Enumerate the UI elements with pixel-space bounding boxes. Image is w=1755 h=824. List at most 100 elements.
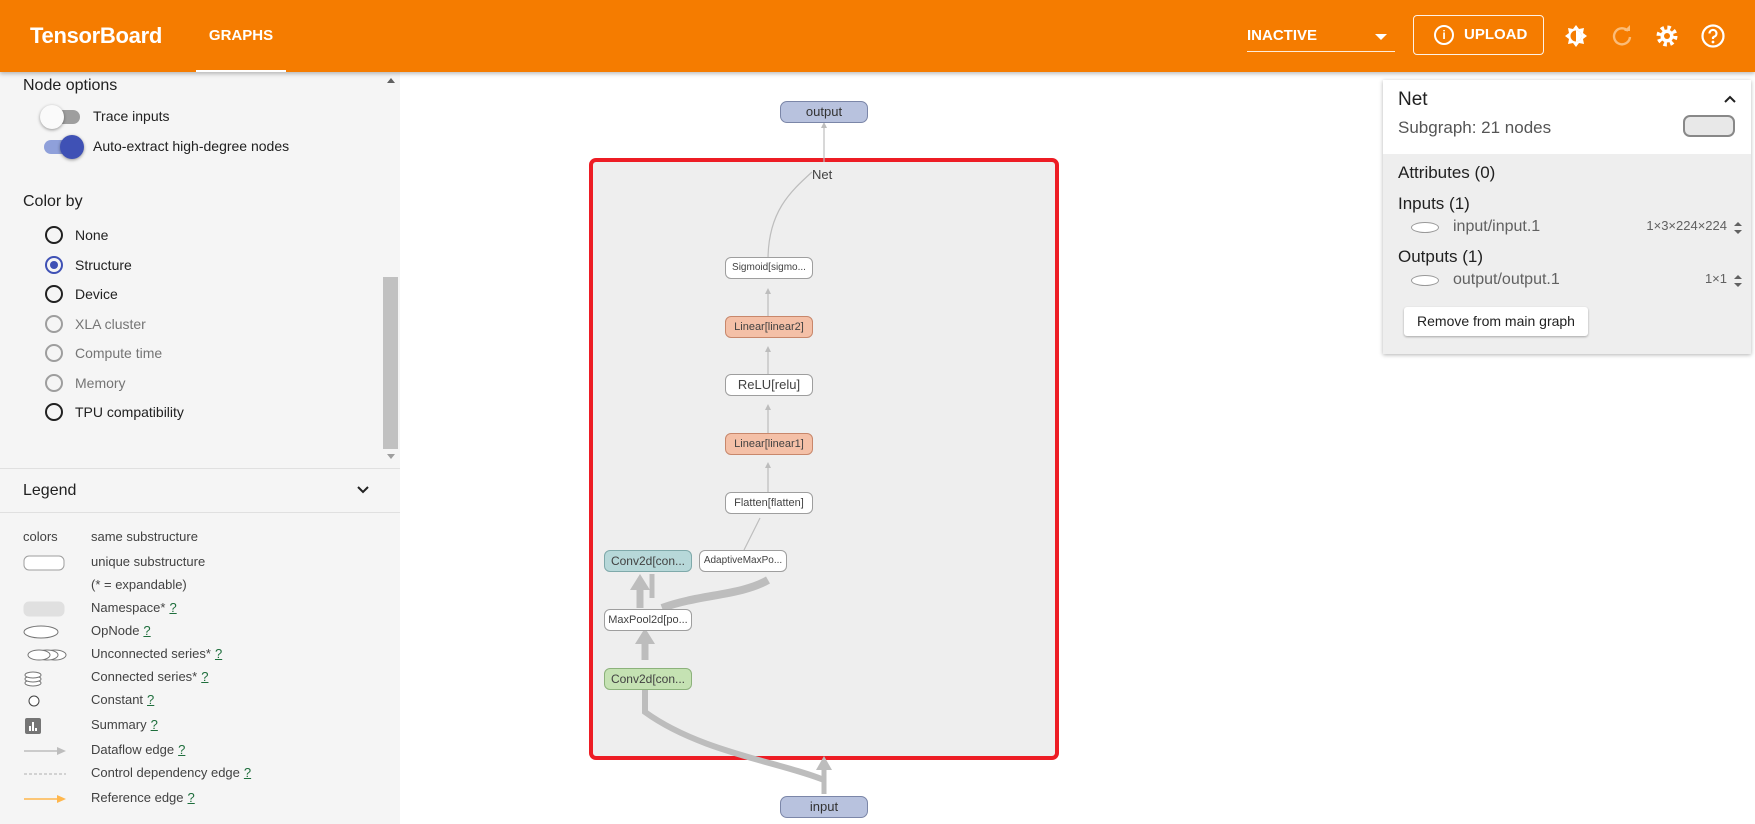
sigmoid-node[interactable]: Sigmoid[sigmo... bbox=[725, 257, 813, 279]
run-select[interactable]: INACTIVE bbox=[1247, 22, 1395, 52]
legend-item: Dataflow edge? bbox=[0, 740, 400, 760]
scroll-down-arrow-icon[interactable] bbox=[387, 454, 395, 459]
adaptive-maxpool-node[interactable]: AdaptiveMaxPo... bbox=[699, 550, 787, 572]
unconnected-series-icon bbox=[27, 649, 67, 661]
gear-icon[interactable] bbox=[1654, 23, 1680, 49]
legend-item: OpNode? bbox=[0, 621, 400, 641]
help-link[interactable]: ? bbox=[147, 692, 155, 707]
input-shape: 1×3×224×224 bbox=[1646, 218, 1727, 233]
dataflow-edge-label: Dataflow edge bbox=[91, 742, 175, 757]
linear1-node[interactable]: Linear[linear1] bbox=[725, 433, 813, 455]
toggle-knob bbox=[40, 105, 64, 129]
spinner-icon[interactable] bbox=[1733, 273, 1743, 289]
color-by-device-radio[interactable] bbox=[45, 285, 63, 303]
legend-item-text: Reference edge? bbox=[91, 790, 195, 805]
control-edge-icon bbox=[24, 773, 66, 775]
legend-item-text: (* = expandable) bbox=[91, 577, 187, 592]
linear2-node[interactable]: Linear[linear2] bbox=[725, 316, 813, 338]
conv2d-node-2[interactable]: Conv2d[con... bbox=[604, 550, 692, 572]
constant-label: Constant bbox=[91, 692, 144, 707]
color-by-compute-time-radio[interactable] bbox=[45, 344, 63, 362]
node-shape-preview bbox=[1683, 115, 1735, 137]
output-name[interactable]: output/output.1 bbox=[1453, 271, 1560, 288]
color-by-none-radio[interactable] bbox=[45, 226, 63, 244]
help-link[interactable]: ? bbox=[187, 790, 195, 805]
help-link[interactable]: ? bbox=[201, 669, 209, 684]
colors-symbol: colors bbox=[23, 529, 58, 544]
app-brand[interactable]: TensorBoard bbox=[30, 23, 162, 48]
help-link[interactable]: ? bbox=[150, 717, 158, 732]
color-by-structure-radio[interactable] bbox=[45, 256, 63, 274]
brightness-icon[interactable] bbox=[1563, 23, 1589, 49]
help-link[interactable]: ? bbox=[178, 742, 186, 757]
run-select-value: INACTIVE bbox=[1247, 27, 1318, 44]
namespace-icon bbox=[23, 601, 65, 617]
legend-item: Connected series*? bbox=[0, 667, 400, 687]
outputs-title: Outputs (1) bbox=[1398, 247, 1484, 266]
color-by-none-label[interactable]: None bbox=[75, 227, 109, 243]
help-icon[interactable] bbox=[1700, 23, 1726, 49]
chevron-up-icon[interactable] bbox=[1723, 92, 1737, 106]
chevron-down-icon bbox=[357, 486, 369, 494]
color-by-xla-radio[interactable] bbox=[45, 315, 63, 333]
color-by-structure-label[interactable]: Structure bbox=[75, 257, 132, 273]
relu-node[interactable]: ReLU[relu] bbox=[725, 374, 813, 396]
node-options-title: Node options bbox=[23, 77, 118, 94]
info-icon: i bbox=[1434, 25, 1454, 45]
legend-item-text: Summary? bbox=[91, 717, 158, 732]
control-edge-label: Control dependency edge bbox=[91, 765, 240, 780]
legend-item: Unconnected series*? bbox=[0, 644, 400, 664]
graph-options-panel: Node options Trace inputs Auto-extract h… bbox=[0, 72, 400, 467]
legend-item: (* = expandable) bbox=[0, 575, 400, 595]
scroll-up-arrow-icon[interactable] bbox=[387, 78, 395, 83]
color-by-device-label[interactable]: Device bbox=[75, 286, 118, 302]
legend-title: Legend bbox=[23, 482, 77, 499]
refresh-icon[interactable] bbox=[1609, 23, 1635, 49]
color-by-memory-label[interactable]: Memory bbox=[75, 375, 126, 391]
legend-item-text: Control dependency edge? bbox=[91, 765, 251, 780]
flatten-node[interactable]: Flatten[flatten] bbox=[725, 492, 813, 514]
constant-icon bbox=[28, 695, 40, 707]
summary-label: Summary bbox=[91, 717, 147, 732]
namespace-label: Namespace* bbox=[91, 600, 166, 615]
color-by-tpu-label[interactable]: TPU compatibility bbox=[75, 404, 184, 420]
options-scrollbar[interactable] bbox=[383, 72, 400, 467]
help-link[interactable]: ? bbox=[214, 646, 223, 661]
toggle-knob bbox=[60, 135, 84, 159]
legend-item-text: OpNode? bbox=[91, 623, 151, 638]
legend-item: Control dependency edge? bbox=[0, 763, 400, 783]
dataflow-edge-icon bbox=[24, 747, 66, 755]
spinner-icon[interactable] bbox=[1733, 220, 1743, 236]
legend-item: Summary? bbox=[0, 715, 400, 735]
conv2d-node-1[interactable]: Conv2d[con... bbox=[604, 668, 692, 690]
trace-inputs-toggle[interactable] bbox=[40, 104, 84, 129]
color-by-tpu-radio[interactable] bbox=[45, 403, 63, 421]
info-subgraph-count: Subgraph: 21 nodes bbox=[1398, 118, 1552, 137]
legend-header[interactable]: Legend bbox=[0, 468, 400, 513]
scrollbar-thumb[interactable] bbox=[383, 277, 398, 449]
help-link[interactable]: ? bbox=[169, 600, 177, 615]
help-link[interactable]: ? bbox=[143, 623, 151, 638]
output-shape: 1×1 bbox=[1704, 271, 1727, 286]
auto-extract-toggle[interactable] bbox=[40, 134, 84, 159]
node-info-panel: Net Subgraph: 21 nodes Attributes (0) In… bbox=[1383, 80, 1751, 354]
dropdown-caret-icon bbox=[1375, 34, 1387, 40]
maxpool2d-node[interactable]: MaxPool2d[po... bbox=[604, 609, 692, 631]
color-by-xla-label[interactable]: XLA cluster bbox=[75, 316, 146, 332]
tab-graphs[interactable]: GRAPHS bbox=[196, 0, 286, 72]
upload-label: UPLOAD bbox=[1464, 26, 1528, 43]
remove-from-main-graph-button[interactable]: Remove from main graph bbox=[1404, 307, 1588, 336]
opnode-icon bbox=[1411, 222, 1439, 233]
tab-graphs-label: GRAPHS bbox=[208, 27, 274, 44]
output-node[interactable]: output bbox=[780, 101, 868, 123]
input-name[interactable]: input/input.1 bbox=[1453, 218, 1541, 235]
color-by-compute-time-label[interactable]: Compute time bbox=[75, 345, 163, 361]
opnode-label: OpNode bbox=[91, 623, 140, 638]
reference-edge-icon bbox=[24, 795, 66, 803]
input-node[interactable]: input bbox=[780, 796, 868, 818]
net-subgraph-selected[interactable] bbox=[589, 158, 1059, 760]
color-by-memory-radio[interactable] bbox=[45, 374, 63, 392]
upload-button[interactable]: i UPLOAD bbox=[1413, 15, 1544, 55]
help-link[interactable]: ? bbox=[243, 765, 252, 780]
opnode-icon bbox=[1411, 275, 1439, 286]
